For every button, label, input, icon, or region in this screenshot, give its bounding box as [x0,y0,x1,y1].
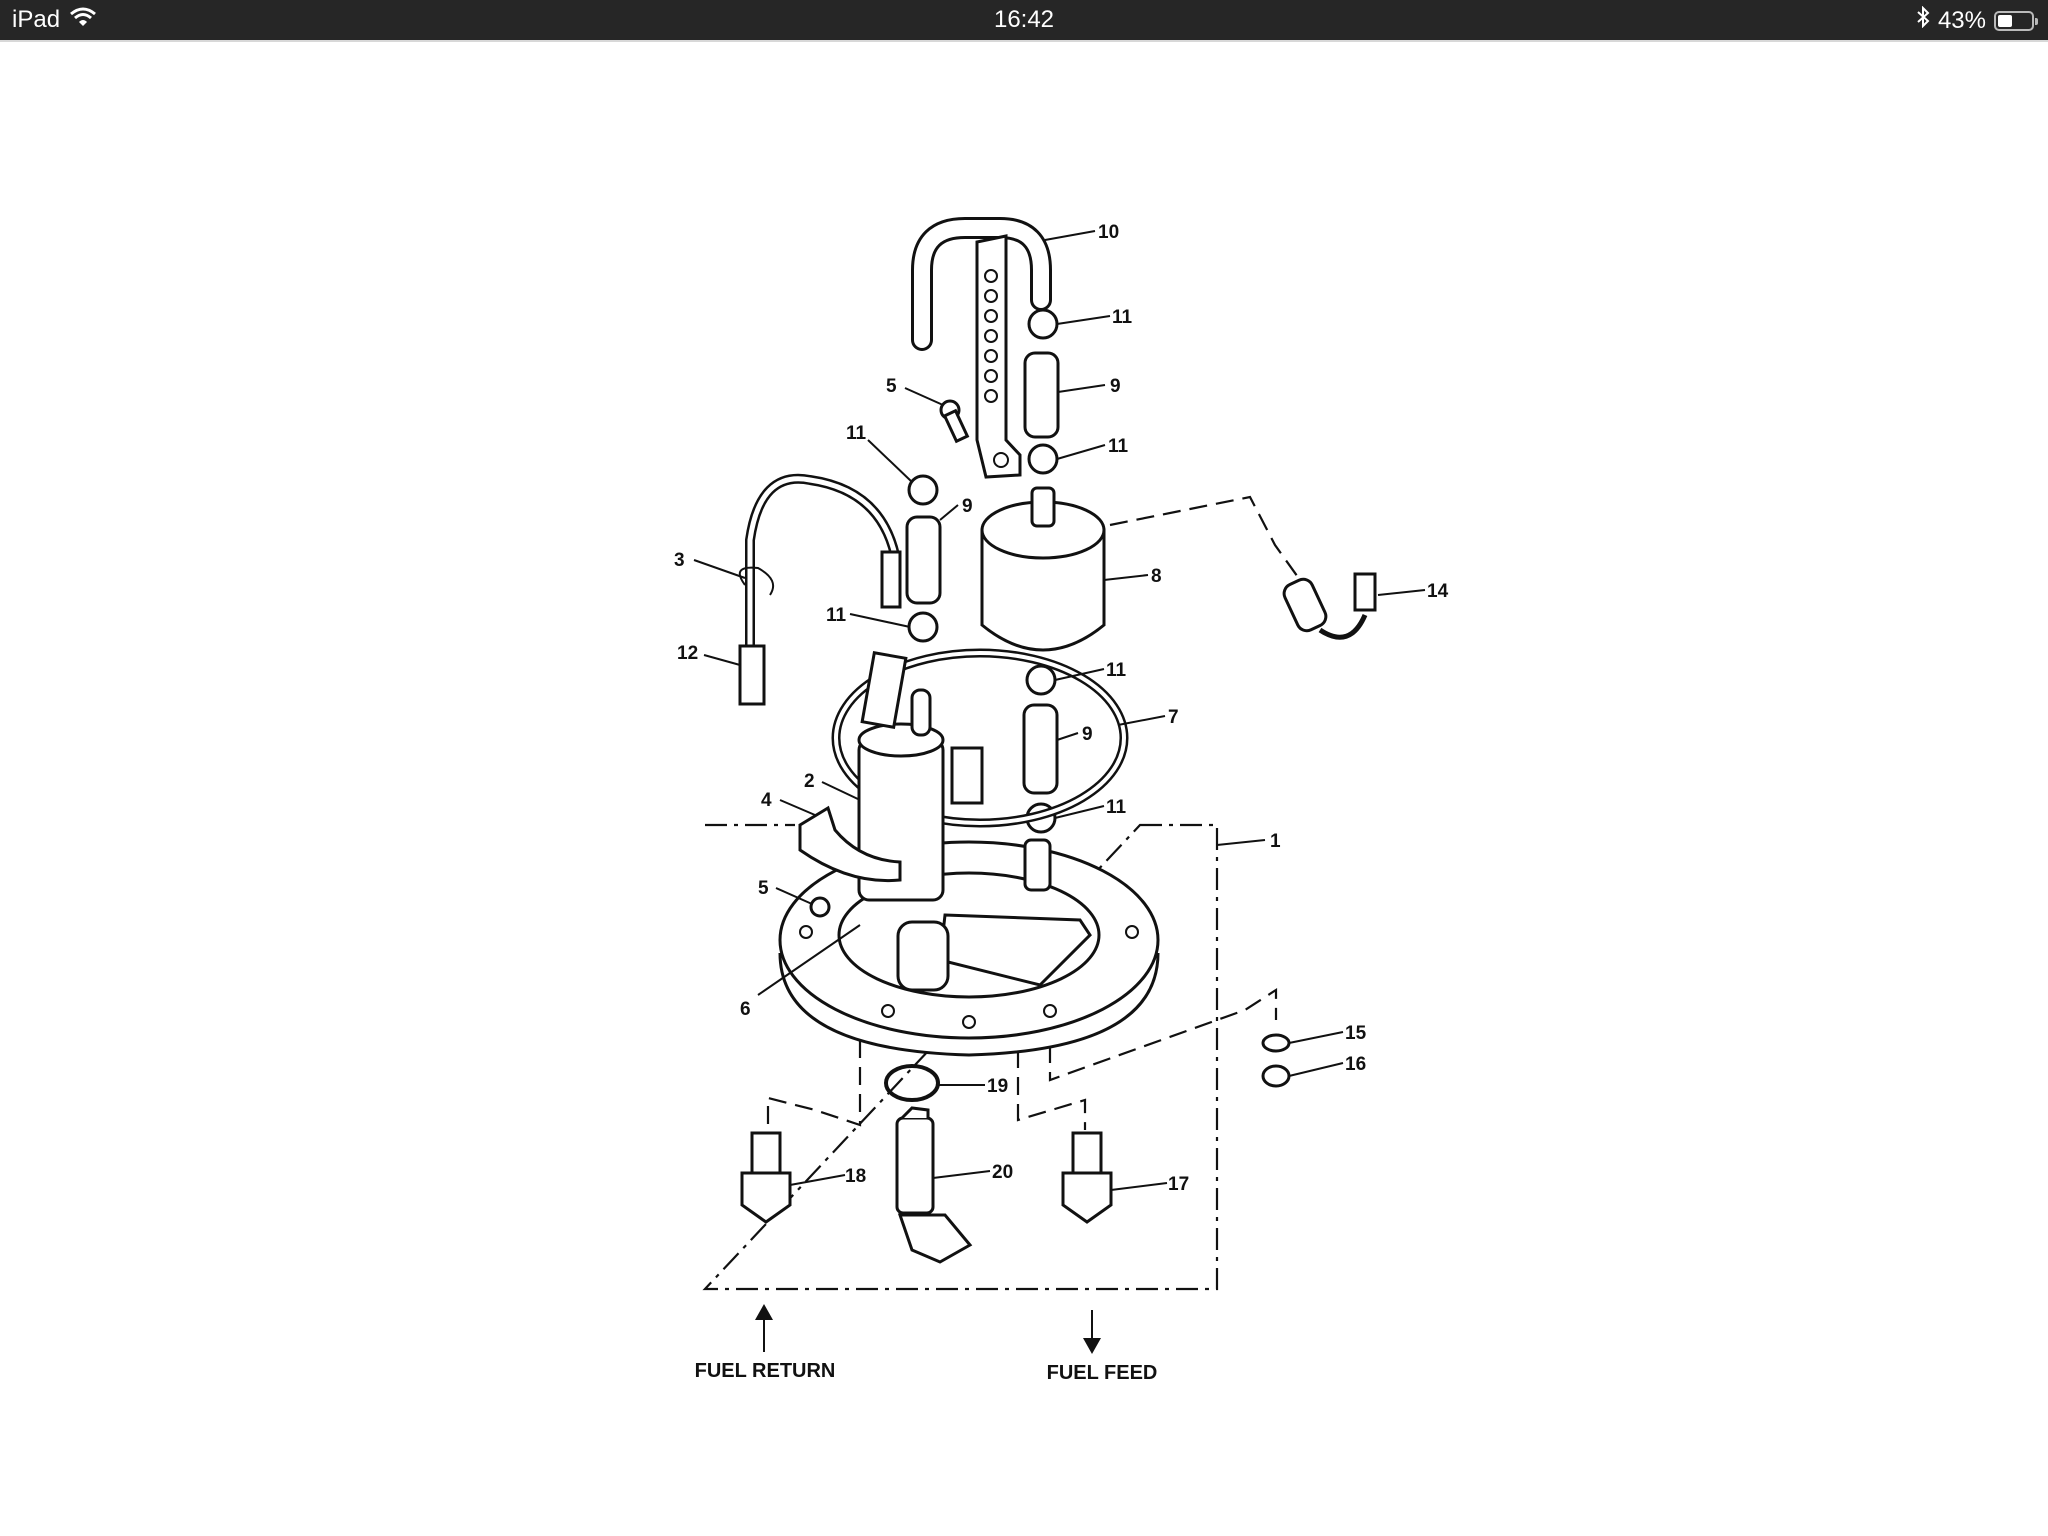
clock: 16:42 [993,6,1055,33]
callout-2: 2 [804,771,815,792]
wifi-icon [70,6,97,34]
sensor-20 [895,1106,973,1264]
callout-11: 11 [1106,660,1127,681]
screw-5-top [939,399,970,444]
nut-16 [1261,1064,1291,1088]
device-name: iPad [12,6,61,33]
callout-12: 12 [677,643,698,664]
arrow-down-icon [1083,1310,1101,1354]
wire-harness-3 [738,473,902,650]
battery-fill [1998,14,2012,27]
connector-12 [738,644,766,706]
callout-7: 7 [1168,707,1179,728]
hose-9-left [905,515,942,605]
hose-9-top [1023,351,1060,439]
connector-14 [1282,572,1377,640]
callout-19: 19 [987,1076,1008,1097]
battery-icon [1994,10,2038,31]
callout-10: 10 [1098,222,1119,243]
screw-5-bottom [809,896,831,918]
fuel-filter-8 [980,486,1106,652]
fuel-pump-2 [798,651,1052,902]
leader-lines [693,230,1426,1191]
battery-percent: 43% [1937,6,1986,34]
callout-15: 15 [1345,1023,1367,1044]
bracket [975,234,1022,479]
callout-9: 9 [1082,724,1093,745]
assembly-boundary [702,823,1219,1291]
callout-1: 1 [1270,831,1281,852]
callout-9: 9 [962,496,973,517]
callout-11: 11 [1106,797,1127,818]
washer-15 [1261,1033,1291,1053]
o-ring-19 [884,1064,940,1102]
fitting-17 [1061,1131,1113,1224]
callout-9: 9 [1110,376,1121,397]
status-bar: iPad 16:42 43% [0,0,2048,42]
callout-11: 11 [826,605,847,626]
callout-11: 11 [1112,307,1133,328]
callout-6: 6 [740,999,751,1020]
callout-11: 11 [846,423,867,444]
arrow-up-icon [755,1304,773,1352]
bluetooth-icon [1916,5,1930,35]
callout-5: 5 [758,878,769,899]
callout-8: 8 [1151,566,1162,587]
callout-11: 11 [1108,436,1129,457]
callout-18: 18 [845,1166,866,1187]
callout-4: 4 [761,790,772,811]
callout-17: 17 [1168,1174,1189,1195]
callout-20: 20 [992,1162,1013,1183]
fuel-return-label: FUEL RETURN [695,1360,836,1382]
pump-flange-1 [778,840,1160,1057]
callout-14: 14 [1427,581,1449,602]
fitting-18 [740,1131,792,1224]
callout-16: 16 [1345,1054,1366,1075]
hose-10 [911,217,1052,351]
hose-9-lower [1022,703,1059,795]
callout-3: 3 [674,550,685,571]
fuel-feed-label: FUEL FEED [1047,1362,1158,1384]
callout-5: 5 [886,376,897,397]
